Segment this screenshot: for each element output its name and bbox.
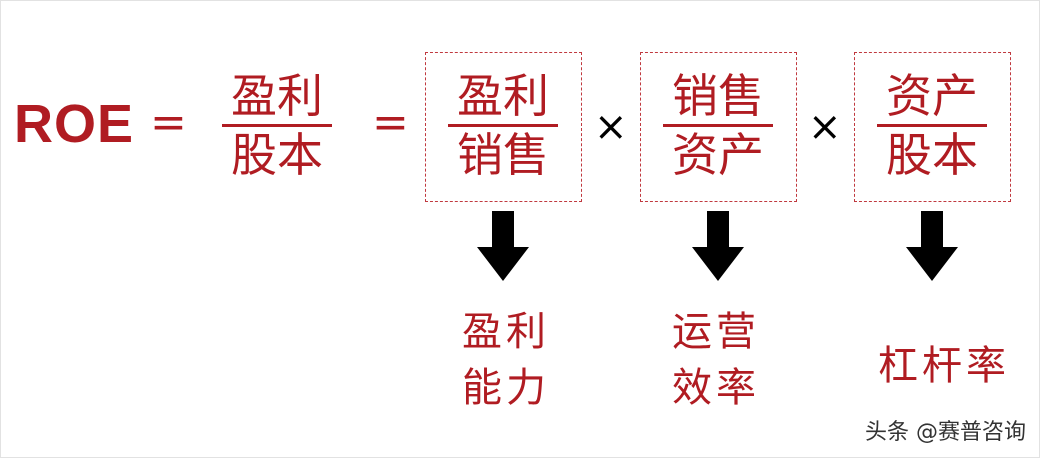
dashed-box-equity-multiplier xyxy=(854,52,1011,202)
fraction-assets-over-equity: 资产 股本 xyxy=(877,70,987,181)
result-line: 杠杆率 xyxy=(878,343,1010,389)
result-line: 运营 xyxy=(672,309,760,355)
result-operating-efficiency: 运营 效率 xyxy=(662,304,770,416)
result-profitability: 盈利 能力 xyxy=(452,304,560,416)
result-line: 能力 xyxy=(462,365,550,411)
fraction-numerator: 资产 xyxy=(886,69,978,123)
fraction-sales-over-assets: 销售 资产 xyxy=(663,70,773,181)
multiply-sign-2: × xyxy=(808,104,842,150)
fraction-bar xyxy=(663,124,773,127)
dashed-box-asset-turnover xyxy=(640,52,797,202)
fraction-bar xyxy=(877,124,987,127)
result-leverage: 杠杆率 xyxy=(862,338,1026,394)
multiply-sign-1: × xyxy=(594,104,628,150)
result-line: 效率 xyxy=(672,365,760,411)
roe-label: ROE xyxy=(14,94,135,154)
fraction-bar xyxy=(222,124,332,127)
fraction-denominator: 股本 xyxy=(886,128,978,182)
equals-sign-1: = xyxy=(150,97,187,148)
fraction-profit-over-sales: 盈利 销售 xyxy=(448,70,558,181)
fraction-numerator: 盈利 xyxy=(231,69,323,123)
result-line: 盈利 xyxy=(462,309,550,355)
fraction-numerator: 销售 xyxy=(672,69,764,123)
down-arrow-icon xyxy=(906,211,958,281)
fraction-denominator: 股本 xyxy=(231,128,323,182)
fraction-bar xyxy=(448,124,558,127)
fraction-denominator: 资产 xyxy=(672,128,764,182)
down-arrow-icon xyxy=(692,211,744,281)
down-arrow-icon xyxy=(477,211,529,281)
fraction-denominator: 销售 xyxy=(457,128,549,182)
equals-sign-2: = xyxy=(372,97,409,148)
fraction-profit-over-equity: 盈利 股本 xyxy=(222,70,332,181)
dashed-box-profit-margin xyxy=(425,52,582,202)
watermark-text: 头条 @赛普咨询 xyxy=(865,420,1026,445)
fraction-numerator: 盈利 xyxy=(457,69,549,123)
